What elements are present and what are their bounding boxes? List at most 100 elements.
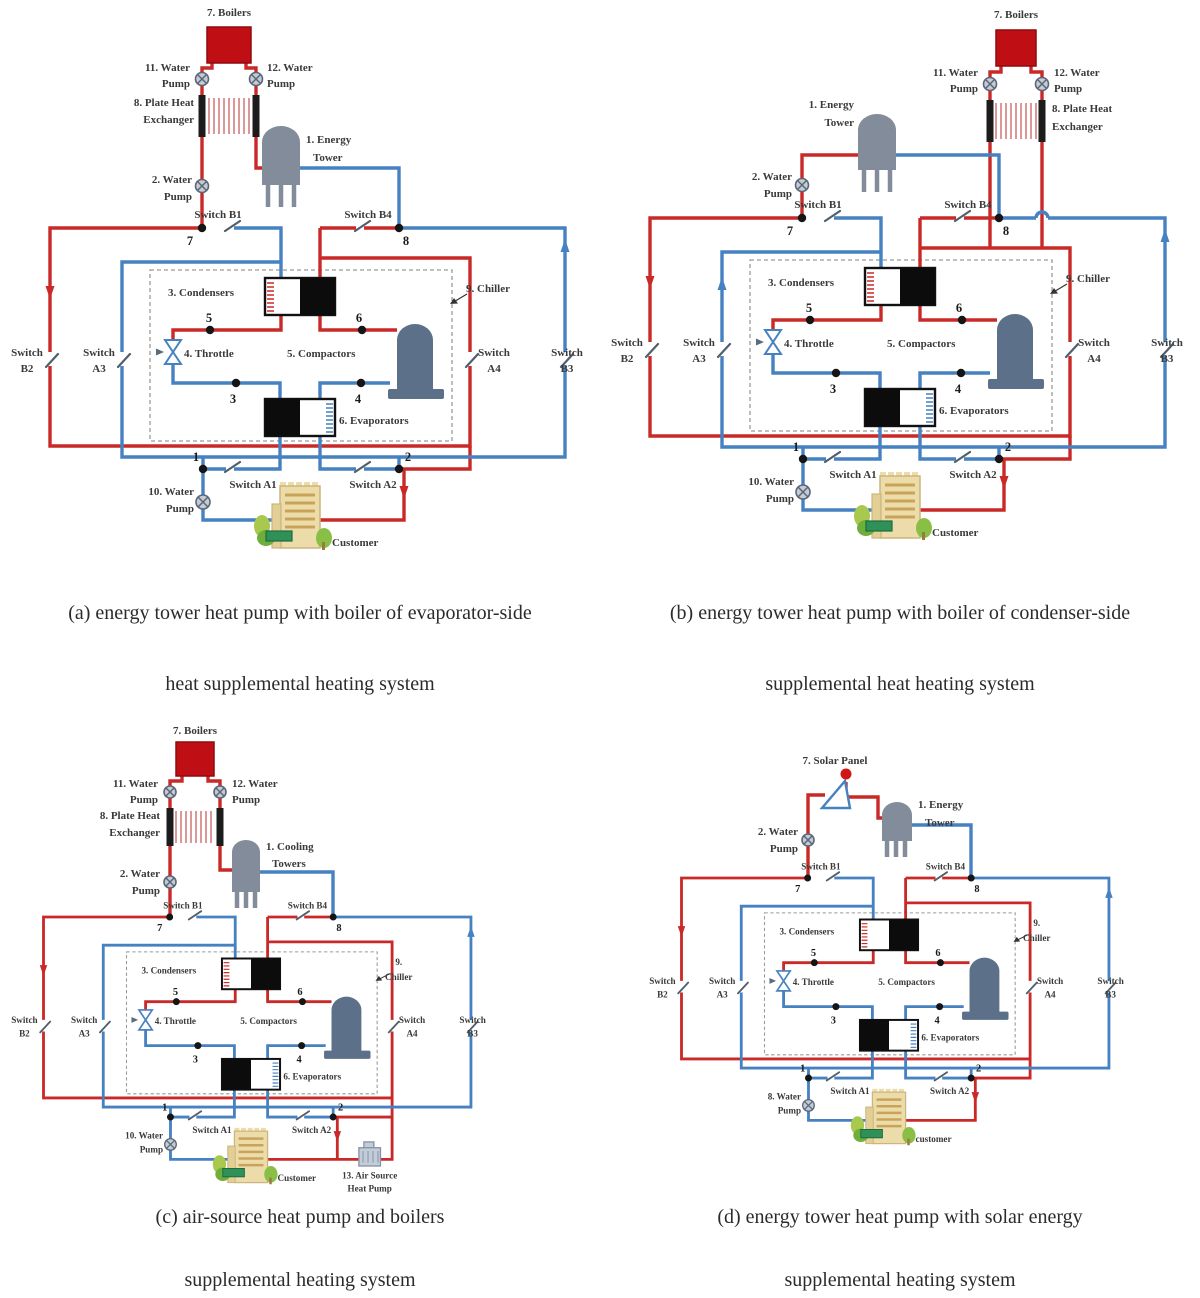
caption-a: (a) energy tower heat pump with boiler o… — [0, 596, 600, 696]
flow-arrow-down-red — [645, 276, 655, 289]
pump2-label2: Pump — [770, 843, 798, 855]
ashp-label: 13. Air Source — [342, 1170, 397, 1180]
red-pipe-boiler-loop — [800, 66, 1044, 248]
tower-label: 1. Energy — [918, 799, 964, 811]
bottom-pump-label2: Pump — [140, 1145, 163, 1155]
compressor-icon — [324, 996, 371, 1059]
red-pipe-main-loop — [48, 226, 472, 448]
panel-b-diagram: 7. Boilers 11. Water Pump 12. Water Pump… — [611, 9, 1183, 540]
pump12-label: 12. Water — [1054, 67, 1100, 79]
red-pipe-condenser-circuit — [771, 305, 997, 331]
caption-b-line2: supplemental heat heating system — [765, 673, 1035, 695]
node-2-label: 2 — [338, 1102, 343, 1113]
pump2-label2: Pump — [764, 188, 792, 200]
pump2-label2: Pump — [164, 191, 192, 203]
evaporators-label: 6. Evaporators — [339, 415, 409, 427]
pipe-nodes — [166, 913, 337, 1121]
water-pump-11-icon — [163, 785, 177, 799]
chiller-dashed-box — [125, 951, 378, 1095]
bottom-pump-label2: Pump — [766, 493, 794, 505]
panel-b: 7. Boilers 11. Water Pump 12. Water Pump… — [600, 0, 1200, 596]
switch-b1-label: Switch B1 — [794, 199, 841, 211]
bottom-pump-label2: Pump — [166, 503, 194, 515]
node-2-label: 2 — [405, 450, 411, 464]
phe-label2: Exchanger — [143, 114, 194, 126]
pump12-label: 12. Water — [232, 778, 278, 790]
switch-a4-label2: A4 — [406, 1029, 418, 1039]
pump11-label: 11. Water — [113, 778, 158, 790]
tower-label2: Towers — [272, 858, 307, 870]
chiller-label2: Chiller — [1023, 933, 1050, 943]
switch-b3-label: Switch — [1151, 337, 1183, 349]
chiller-dashed-box — [149, 269, 453, 442]
switch-b2-label2: B2 — [621, 353, 634, 365]
chiller-annotation-arrowhead — [450, 298, 458, 304]
blue-pipe-tower-out — [300, 166, 401, 228]
pump2-label2: Pump — [132, 885, 160, 897]
red-pipe-main-loop — [680, 876, 1032, 1061]
pump11-label: 11. Water — [933, 67, 978, 79]
phe-label: 8. Plate Heat — [100, 810, 161, 822]
panel-b-core: Switch B1 Switch B4 7 8 Switch B2 Switch… — [611, 199, 1183, 540]
panel-c-core: Switch B1 Switch B4 7 8 Switch B2 Switch… — [11, 901, 486, 1194]
solar-panel-label: 7. Solar Panel — [803, 755, 868, 767]
flow-arrow-down-red — [39, 965, 48, 976]
switch-a4-label2: A4 — [1044, 990, 1056, 1000]
switch-a3-label2: A3 — [717, 990, 729, 1000]
node-4-label: 4 — [935, 1015, 940, 1026]
flow-arrow-up-blue — [1105, 887, 1113, 898]
switch-a3-label: Switch — [71, 1015, 97, 1025]
switch-b2-label: Switch — [11, 347, 43, 359]
energy-tower-icon — [858, 114, 896, 192]
flow-arrow-up-blue-inner — [717, 277, 727, 290]
boilers-label: 7. Boilers — [994, 9, 1039, 21]
water-pump-2-icon — [801, 833, 815, 847]
water-pump-12-icon — [248, 71, 264, 87]
node-4-label: 4 — [355, 392, 362, 406]
bottom-pump-label: 10. Water — [125, 1131, 163, 1141]
switch-a1-label: Switch A1 — [229, 479, 276, 491]
customer-label: Customer — [278, 1173, 317, 1183]
caption-c: (c) air-source heat pump and boilers sup… — [0, 1200, 600, 1292]
condensers-icon — [220, 957, 282, 991]
red-pipe-b4-stub — [318, 226, 399, 278]
condensers-icon — [863, 266, 937, 307]
water-pump-11-icon — [194, 71, 210, 87]
condensers-label: 3. Condensers — [168, 287, 235, 299]
pump11-label2: Pump — [130, 794, 158, 806]
throttle-label: 4. Throttle — [784, 338, 834, 350]
switch-a2-label: Switch A2 — [930, 1086, 970, 1096]
switch-b2-label2: B2 — [21, 363, 34, 375]
panel-d: 7. Solar Panel 2. Water Pump 1. Energy T… — [600, 720, 1200, 1198]
pump12-label2: Pump — [232, 794, 260, 806]
tower-label2: Tower — [824, 117, 854, 129]
switch-blades — [44, 219, 575, 474]
node-1-label: 1 — [800, 1063, 805, 1074]
condensers-label: 3. Condensers — [141, 965, 196, 975]
customer-label: Customer — [932, 527, 979, 539]
throttle-label: 4. Throttle — [184, 348, 234, 360]
node-4-label: 4 — [297, 1054, 302, 1065]
pump11-label: 11. Water — [145, 62, 190, 74]
node-3-label: 3 — [830, 382, 836, 396]
switch-a4-label: Switch — [1078, 337, 1110, 349]
switch-a4-label: Switch — [1037, 976, 1063, 986]
switch-b2-label2: B2 — [19, 1029, 30, 1039]
blue-pipe-main-loop — [120, 226, 567, 459]
node-3-label: 3 — [831, 1015, 836, 1026]
boiler-icon — [206, 26, 252, 64]
chiller-annotation-arrowhead — [1050, 288, 1058, 294]
evaporators-label: 6. Evaporators — [283, 1072, 341, 1082]
caption-a-line1: (a) energy tower heat pump with boiler o… — [68, 602, 532, 624]
condensers-label: 3. Condensers — [768, 277, 835, 289]
chiller-label2: Chiller — [385, 972, 412, 982]
customer-icon — [212, 1127, 278, 1185]
customer-icon — [254, 482, 332, 550]
evaporators-icon — [220, 1057, 282, 1091]
tower-label: 1. Cooling — [266, 841, 314, 853]
red-pipe-boiler-loop — [168, 776, 232, 917]
chiller-dashed-box — [763, 912, 1016, 1056]
caption-d-line2: supplemental heating system — [784, 1269, 1016, 1291]
plate-heat-exchanger-plates — [208, 98, 250, 134]
red-pipe-condenser-circuit — [144, 989, 332, 1011]
